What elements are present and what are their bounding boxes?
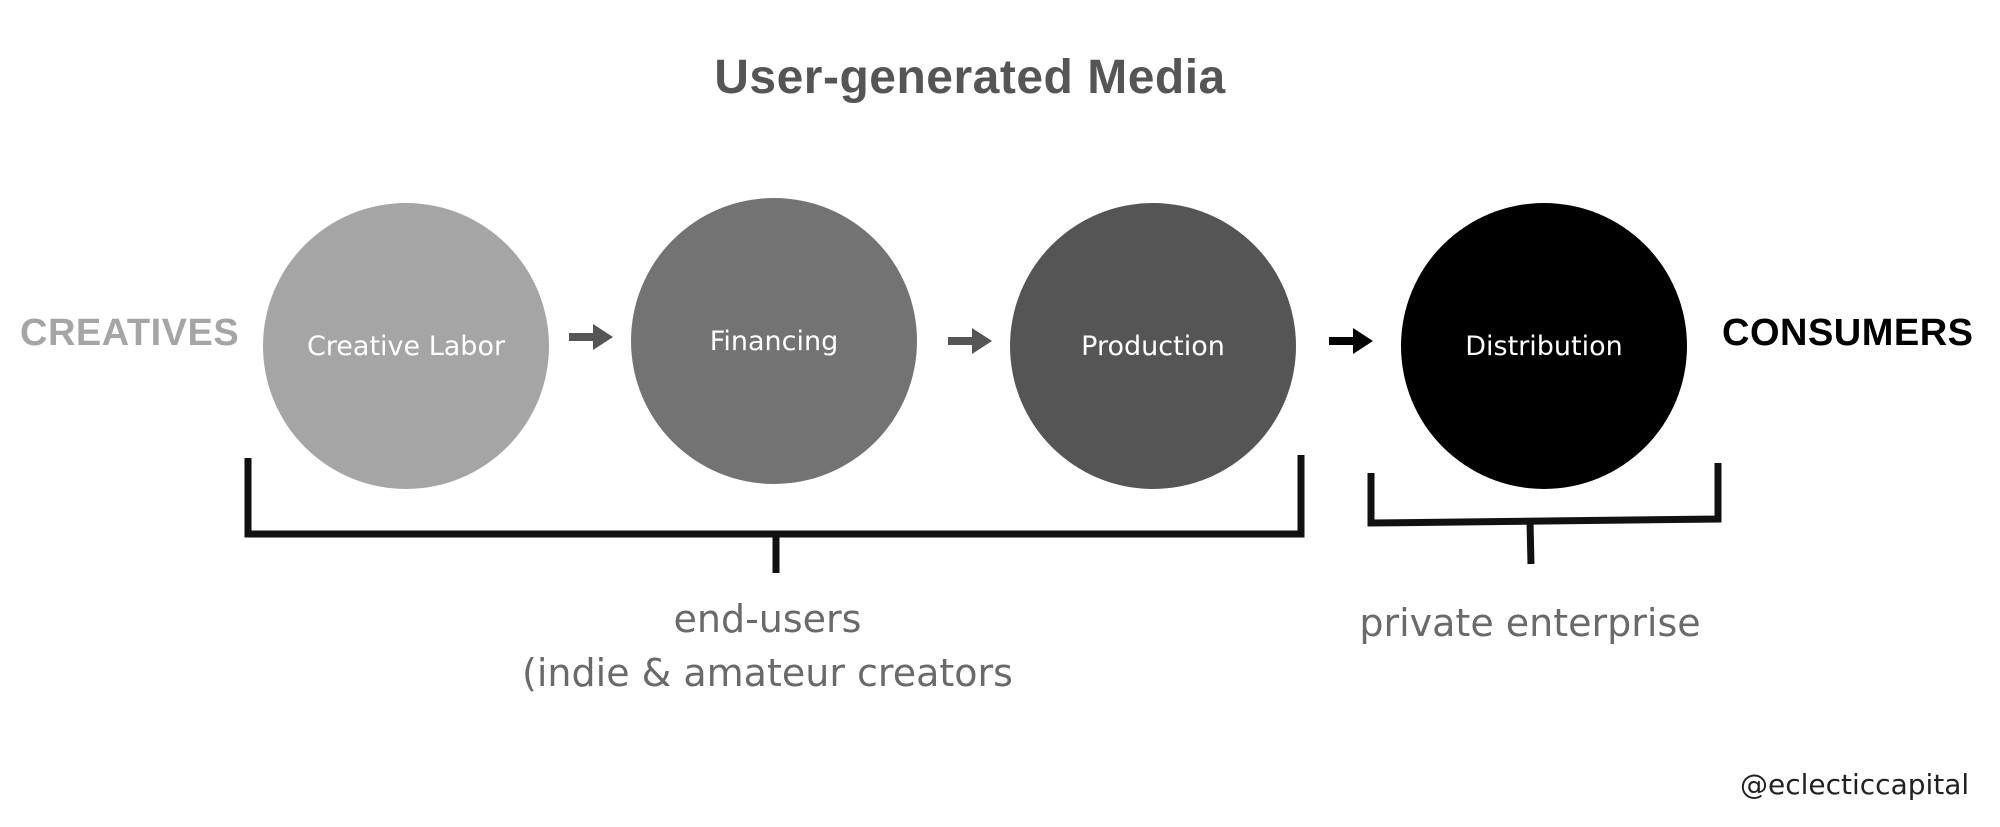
arrow-right-icon [569, 324, 613, 350]
private-enterprise-label: private enterprise [1359, 601, 1701, 645]
arrow-right-icon [948, 328, 992, 354]
stage-label: Creative Labor [306, 330, 506, 362]
stage-circle-distribution: Distribution [1401, 203, 1687, 489]
arrow-right-icon [1329, 328, 1373, 354]
diagram-title: User-generated Media [714, 51, 1226, 104]
stage-label: Distribution [1465, 330, 1623, 362]
end-users-bracket [244, 455, 1305, 538]
private-enterprise-bracket [1367, 463, 1722, 527]
stage-label: Financing [709, 325, 839, 357]
stage-circle-financing: Financing [631, 198, 917, 484]
private-enterprise-bracket-stem [1526, 521, 1535, 565]
credit-handle: @eclecticcapital [1740, 768, 1970, 801]
consumers-label: CONSUMERS [1722, 312, 1974, 354]
end-users-line2: (indie & amateur creators [522, 651, 1013, 695]
end-users-line1: end-users [673, 597, 862, 641]
stage-circle-creative-labor: Creative Labor [263, 203, 549, 489]
creatives-label: CREATIVES [20, 312, 240, 354]
stage-circle-production: Production [1010, 203, 1296, 489]
end-users-label: end-users (indie & amateur creators [480, 592, 1055, 700]
stage-label: Production [1081, 330, 1225, 362]
